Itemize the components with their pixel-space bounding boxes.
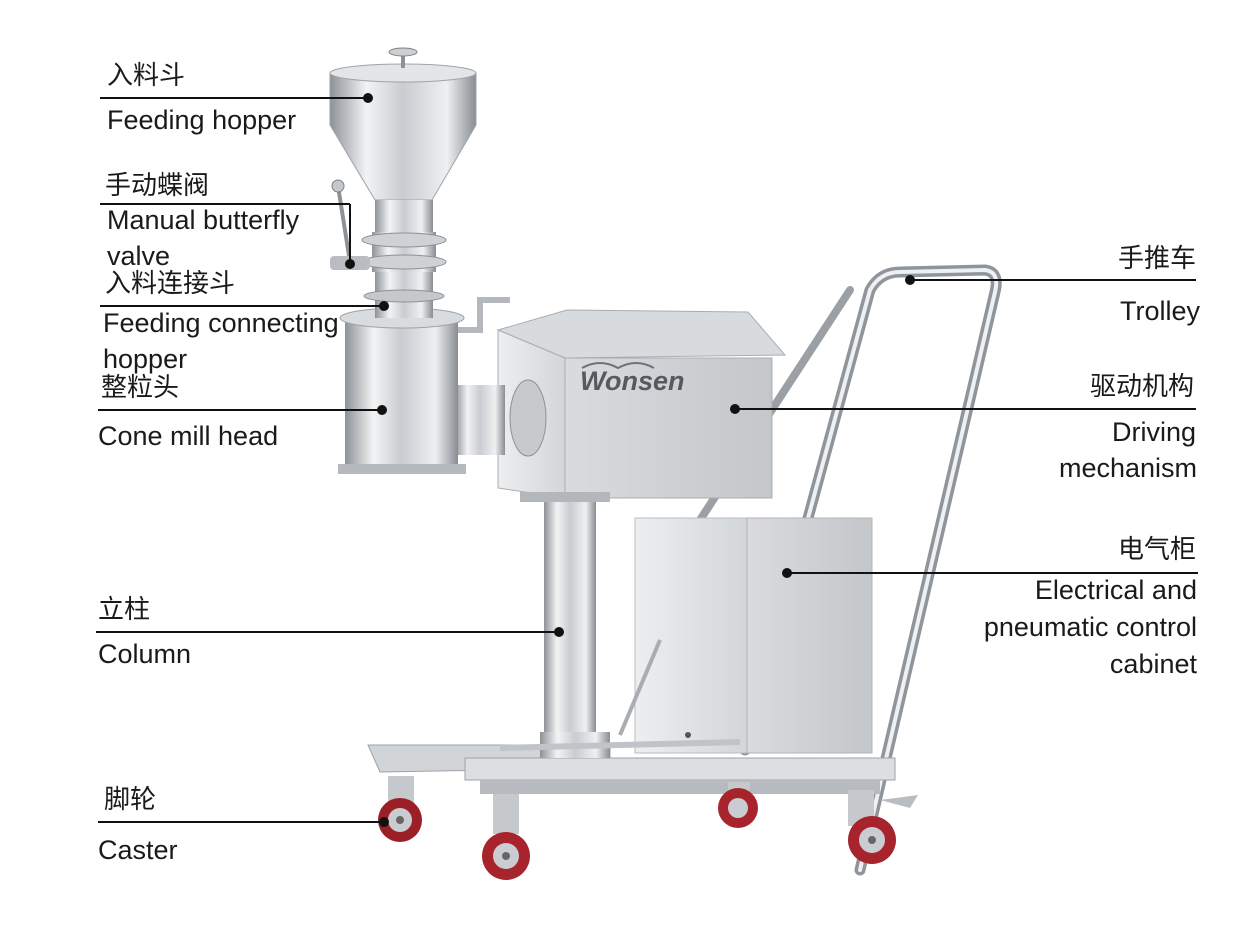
leader-lines bbox=[96, 97, 1198, 823]
caster-front-left bbox=[378, 776, 422, 842]
cone-mill-head bbox=[338, 297, 547, 474]
driving-label-en-2: mechanism bbox=[1058, 453, 1197, 483]
mill-head-label-zh: 整粒头 bbox=[101, 372, 180, 402]
caster-wheels bbox=[378, 776, 918, 880]
driving-mechanism-box: Wonsen bbox=[496, 309, 787, 502]
caster-label-zh: 脚轮 bbox=[104, 784, 157, 814]
caster-rear-right bbox=[848, 790, 918, 864]
trolley-label-en: Trolley bbox=[1119, 296, 1200, 326]
connecting-hopper-label-zh: 入料连接斗 bbox=[105, 268, 236, 298]
caster-front-mid bbox=[482, 794, 530, 880]
connecting-hopper-label-en-1: Feeding connecting bbox=[103, 308, 339, 338]
electrical-cabinet bbox=[618, 517, 873, 754]
trolley-label-zh: 手推车 bbox=[1117, 243, 1196, 273]
base-frame bbox=[367, 732, 896, 794]
column-label-zh: 立柱 bbox=[98, 594, 151, 624]
cabinet-label-en-2: pneumatic control bbox=[983, 612, 1197, 642]
feeding-hopper-label-zh: 入料斗 bbox=[107, 60, 186, 90]
butterfly-valve-label-en-1: Manual butterfly bbox=[107, 205, 300, 235]
feeding-connecting-hopper bbox=[363, 272, 445, 318]
butterfly-valve-label-zh: 手动蝶阀 bbox=[105, 170, 210, 200]
manual-butterfly-valve bbox=[330, 179, 447, 272]
driving-label-zh: 驱动机构 bbox=[1089, 371, 1194, 401]
mill-head-label-en: Cone mill head bbox=[98, 421, 279, 451]
butterfly-valve-label-en-2: valve bbox=[107, 241, 171, 271]
driving-label-en-1: Driving bbox=[1111, 417, 1196, 447]
cabinet-label-zh: 电气柜 bbox=[1117, 534, 1196, 564]
column bbox=[544, 495, 596, 740]
feeding-hopper bbox=[329, 47, 477, 232]
cabinet-label-en-3: cabinet bbox=[1109, 649, 1197, 679]
caster-rear-mid bbox=[718, 782, 758, 828]
caster-label-en: Caster bbox=[98, 835, 178, 865]
column-label-en: Column bbox=[98, 639, 192, 669]
connecting-hopper-label-en-2: hopper bbox=[103, 344, 188, 374]
cabinet-label-en-1: Electrical and bbox=[1034, 575, 1197, 605]
brand-logo: Wonsen bbox=[580, 366, 685, 396]
feeding-hopper-label-en: Feeding hopper bbox=[107, 105, 297, 135]
leader-dots bbox=[345, 93, 915, 827]
